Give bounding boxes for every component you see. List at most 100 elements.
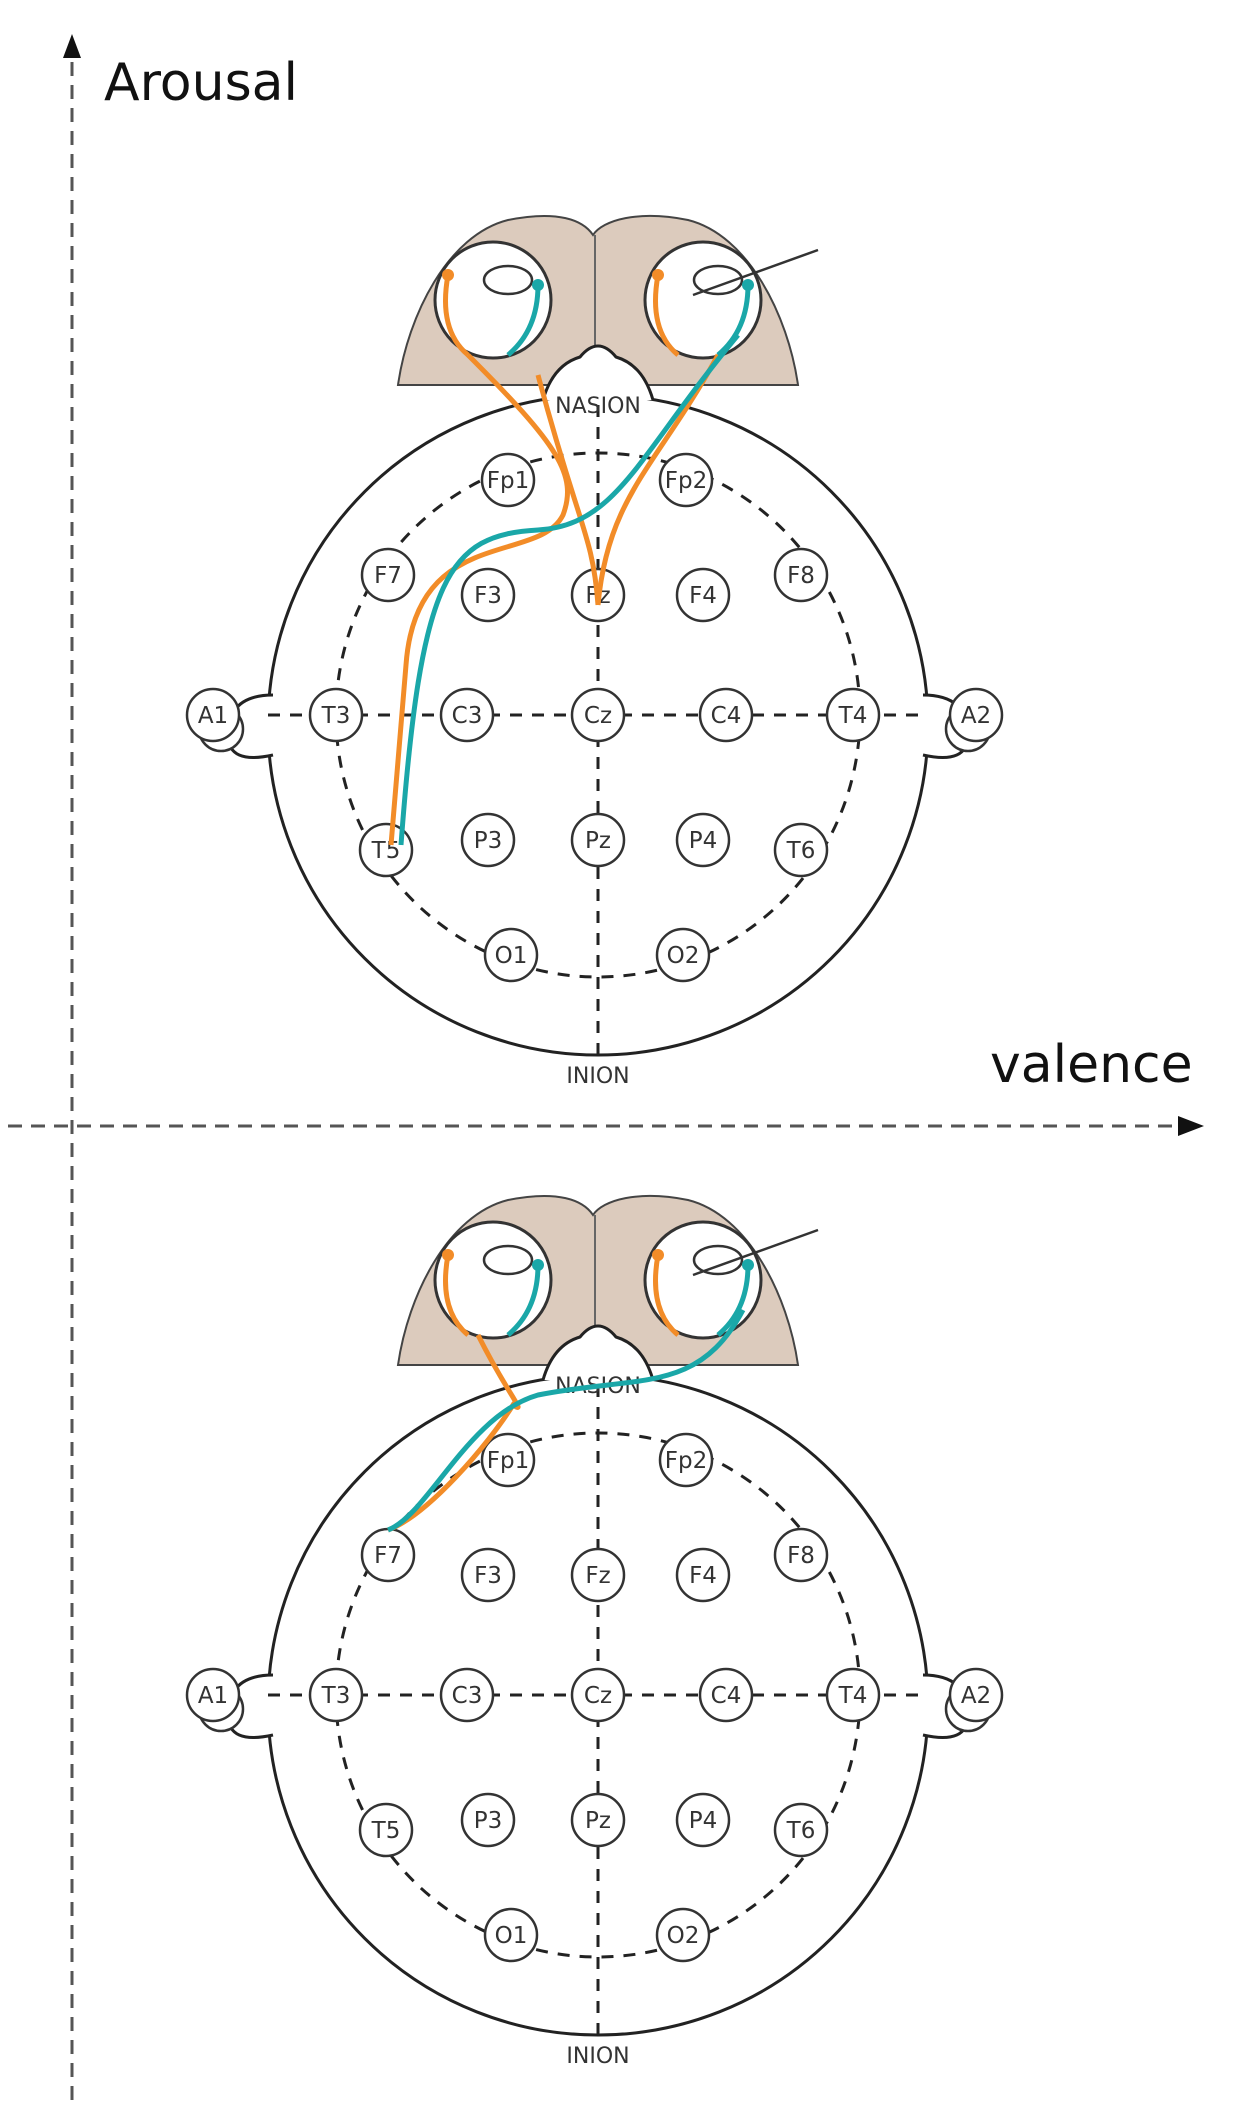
electrode-label: F7: [374, 563, 402, 589]
electrode-circle: [773, 1802, 829, 1858]
electrode-label: T6: [786, 1818, 816, 1844]
electrode-circle: [948, 1667, 1004, 1723]
electrode-circle: [773, 822, 829, 878]
signal-pathways: [386, 1308, 746, 1533]
electrode-circle: [773, 547, 829, 603]
electrode-f4: F4: [675, 567, 731, 623]
electrode-f3: F3: [460, 567, 516, 623]
electrode-label: T6: [786, 838, 816, 864]
electrode-label: Fz: [585, 1563, 610, 1589]
electrode-f7: F7: [360, 1527, 416, 1583]
electrode-circle: [658, 1432, 714, 1488]
electrode-circle: [308, 687, 364, 743]
left-eyeball: [433, 240, 553, 360]
electrode-label: F4: [689, 583, 717, 609]
electrode-circle: [480, 452, 536, 508]
left-eye-orange-dot: [442, 1249, 454, 1261]
signal-pathways: [388, 333, 740, 846]
electrode-o1: O1: [483, 927, 539, 983]
teal-path-to-f7: [386, 1308, 746, 1533]
right-eye-teal-dot: [742, 279, 754, 291]
eye-pointer-line: [692, 1228, 819, 1277]
electrode-label: F3: [474, 583, 502, 609]
electrode-c4: C4: [698, 687, 754, 743]
electrode-circle: [773, 1527, 829, 1583]
nasion-label: NASION: [555, 394, 641, 419]
electrode-circle: [675, 567, 731, 623]
electrode-f3: F3: [460, 1547, 516, 1603]
electrode-label: O2: [667, 943, 700, 969]
electrode-label: T5: [371, 1818, 401, 1844]
orange-path-to-t5: [388, 353, 571, 846]
electrode-t3: T3: [308, 687, 364, 743]
electrode-fz: Fz: [570, 1547, 626, 1603]
electrode-f8: F8: [773, 547, 829, 603]
x-axis-label: valence: [990, 1035, 1193, 1095]
electrode-f8: F8: [773, 1527, 829, 1583]
electrode-circle: [658, 452, 714, 508]
electrode-t4: T4: [825, 687, 881, 743]
right-pupil: [692, 1244, 744, 1276]
electrode-label: T4: [838, 703, 868, 729]
electrode-label: F3: [474, 1563, 502, 1589]
electrode-circle: [825, 1667, 881, 1723]
electrode-c3: C3: [439, 687, 495, 743]
electrode-label: C4: [711, 703, 742, 729]
electrode-t5: T5: [358, 1802, 414, 1858]
electrode-fp2: Fp2: [658, 452, 714, 508]
electrode-label: Cz: [584, 1683, 612, 1709]
electrode-cz: Cz: [570, 687, 626, 743]
electrode-t3: T3: [308, 1667, 364, 1723]
electrode-circle: [439, 1667, 495, 1723]
electrode-label: Cz: [584, 703, 612, 729]
electrode-circle: [675, 1547, 731, 1603]
electrode-label: T5: [371, 838, 401, 864]
electrode-circle: [675, 812, 731, 868]
electrode-label: A1: [198, 1683, 228, 1709]
electrode-f4: F4: [675, 1547, 731, 1603]
electrode-label: Pz: [585, 1808, 611, 1834]
inion-label: INION: [566, 2044, 629, 2069]
electrode-c3: C3: [439, 1667, 495, 1723]
nose: [541, 1324, 655, 1381]
electrode-circle: [483, 927, 539, 983]
electrode-fp1: Fp1: [480, 1432, 536, 1488]
right-eye-teal-dot: [742, 1259, 754, 1271]
right-eye-teal-nerve: [716, 1264, 751, 1337]
electrode-circle: [570, 812, 626, 868]
electrode-fp1: Fp1: [480, 452, 536, 508]
electrode-circle: [358, 822, 414, 878]
electrode-pz: Pz: [570, 1792, 626, 1848]
electrode-label: P3: [474, 1808, 503, 1834]
electrode-circle: [439, 687, 495, 743]
electrode-circle: [948, 687, 1004, 743]
left-eye-teal-nerve: [506, 284, 541, 357]
electrode-c4: C4: [698, 1667, 754, 1723]
y-axis-label: Arousal: [104, 53, 298, 113]
electrode-p3: P3: [460, 812, 516, 868]
electrode-circle: [308, 1667, 364, 1723]
electrode-label: O1: [495, 1923, 528, 1949]
electrode-circle: [655, 1907, 711, 1963]
x-axis-arrow: [1178, 1116, 1204, 1136]
y-axis-arrow: [63, 34, 81, 58]
left-eye-teal-dot: [532, 279, 544, 291]
right-eyeball: [643, 1220, 763, 1340]
electrode-circle: [460, 1547, 516, 1603]
electrode-label: Pz: [585, 828, 611, 854]
electrode-label: O1: [495, 943, 528, 969]
electrode-label: C3: [452, 703, 483, 729]
electrode-label: T3: [321, 703, 351, 729]
electrode-label: P4: [689, 1808, 718, 1834]
eye-pointer-line: [692, 248, 819, 297]
electrode-label: A2: [961, 703, 991, 729]
right-eyeball: [643, 240, 763, 360]
right-pupil: [692, 264, 744, 296]
right-eye-orange-nerve: [653, 1254, 680, 1337]
left-eyeball: [433, 1220, 553, 1340]
left-eye-orange-nerve: [443, 1254, 470, 1337]
electrode-f7: F7: [360, 547, 416, 603]
electrode-circle: [460, 1792, 516, 1848]
electrode-circle: [570, 1667, 626, 1723]
